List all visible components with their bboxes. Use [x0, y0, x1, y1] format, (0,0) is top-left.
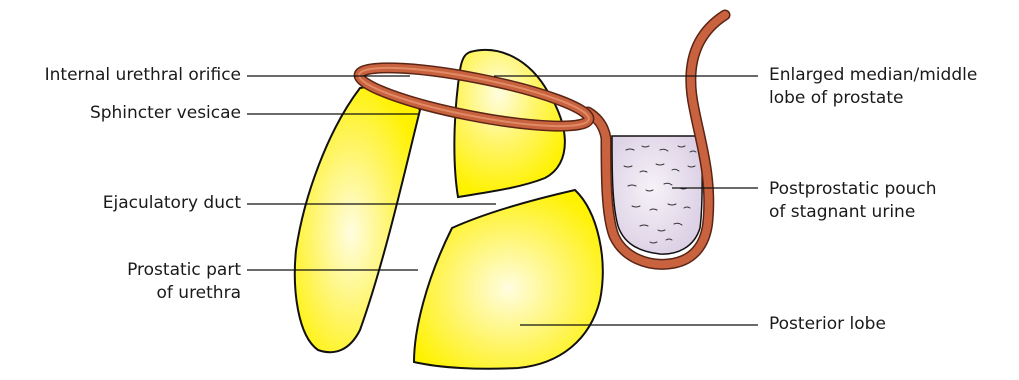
label-ejaculatory-duct-text: Ejaculatory duct [103, 192, 241, 215]
label-postprostatic-pouch: Postprostatic pouch of stagnant urine [769, 178, 937, 224]
label-prostatic-part-line2: of urethra [127, 282, 241, 305]
label-sphincter-vesicae: Sphincter vesicae [90, 102, 241, 125]
left-lateral-lobe [295, 87, 420, 352]
label-prostatic-part-line1: Prostatic part [127, 259, 241, 282]
label-internal-urethral-orifice-text: Internal urethral orifice [45, 64, 241, 87]
label-median-lobe-line2: lobe of prostate [769, 87, 977, 110]
urine-pouch [612, 136, 702, 254]
label-posterior-lobe-text: Posterior lobe [769, 313, 886, 336]
label-ejaculatory-duct: Ejaculatory duct [103, 192, 241, 215]
label-enlarged-median-lobe: Enlarged median/middle lobe of prostate [769, 64, 977, 110]
posterior-lobe [414, 190, 603, 369]
label-posterior-lobe: Posterior lobe [769, 313, 886, 336]
label-pouch-line1: Postprostatic pouch [769, 178, 937, 201]
label-pouch-line2: of stagnant urine [769, 201, 937, 224]
label-median-lobe-line1: Enlarged median/middle [769, 64, 977, 87]
label-prostatic-part-of-urethra: Prostatic part of urethra [127, 259, 241, 305]
label-sphincter-vesicae-text: Sphincter vesicae [90, 102, 241, 125]
label-internal-urethral-orifice: Internal urethral orifice [45, 64, 241, 87]
